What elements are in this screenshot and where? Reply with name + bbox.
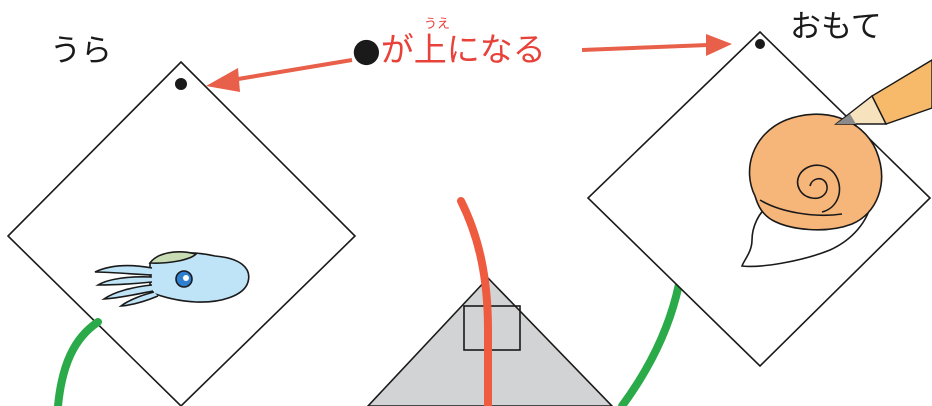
center-note: ●が上になる — [352, 33, 546, 66]
green-string-left — [54, 318, 102, 406]
arrow-right-icon — [581, 34, 732, 56]
red-string — [457, 197, 492, 406]
back-top-dot — [175, 78, 187, 90]
shell-icon — [740, 113, 883, 268]
back-label: うら — [50, 33, 112, 69]
back-diamond — [6, 60, 357, 406]
squid-icon — [94, 251, 250, 307]
furigana-ue: うえ — [424, 17, 451, 32]
front-top-dot — [755, 39, 765, 49]
pencil-icon — [833, 59, 932, 125]
front-label: おもて — [790, 9, 882, 45]
arrow-left-icon — [206, 58, 353, 92]
note-dot: ● — [352, 30, 381, 69]
note-text: が上になる — [380, 30, 546, 69]
